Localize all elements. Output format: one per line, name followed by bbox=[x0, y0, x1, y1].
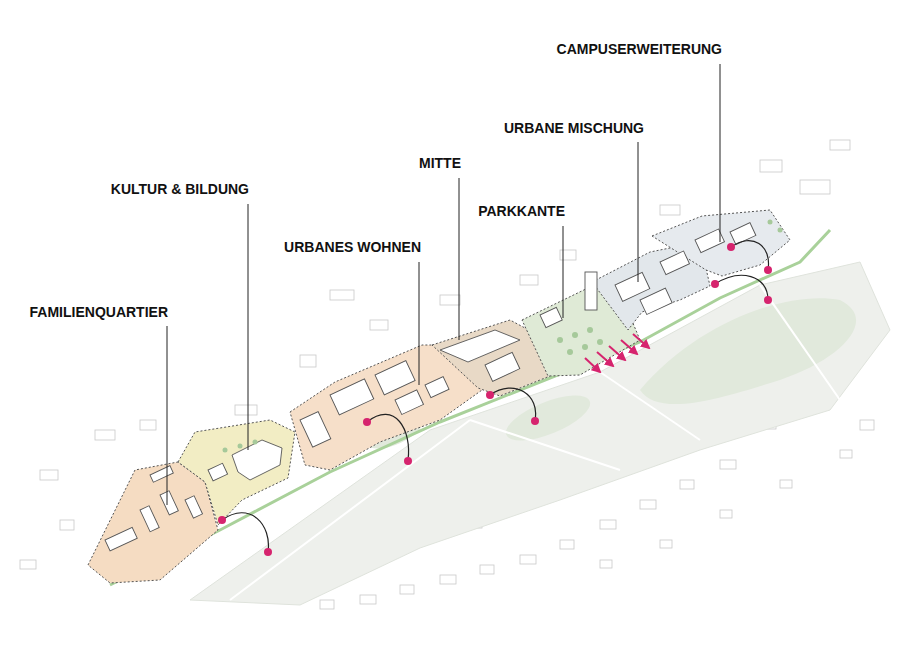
trees bbox=[223, 220, 783, 453]
zone-label: FAMILIENQUARTIER bbox=[28, 304, 170, 320]
zone-familienquartier bbox=[88, 462, 218, 583]
zone-label: MITTE bbox=[417, 155, 463, 171]
green-edge bbox=[110, 230, 830, 585]
park-meadow bbox=[640, 298, 856, 404]
park-ground bbox=[190, 262, 890, 605]
park-paths bbox=[230, 285, 840, 600]
park-meadow bbox=[500, 386, 595, 449]
zones bbox=[88, 210, 790, 583]
access-arcs bbox=[222, 241, 769, 552]
access-points bbox=[218, 243, 772, 556]
zone-label: URBANE MISCHUNG bbox=[502, 120, 646, 136]
zone-label: CAMPUSERWEITERUNG bbox=[555, 41, 724, 57]
zone-label: PARKKANTE bbox=[476, 203, 567, 219]
zone-campus bbox=[652, 210, 790, 276]
zone-label: URBANES WOHNEN bbox=[282, 239, 423, 255]
zone-label: KULTUR & BILDUNG bbox=[109, 181, 251, 197]
project-buildings bbox=[105, 223, 756, 551]
zone-kultur bbox=[178, 420, 295, 525]
leader-lines bbox=[167, 64, 720, 505]
park-arrows bbox=[585, 334, 649, 372]
